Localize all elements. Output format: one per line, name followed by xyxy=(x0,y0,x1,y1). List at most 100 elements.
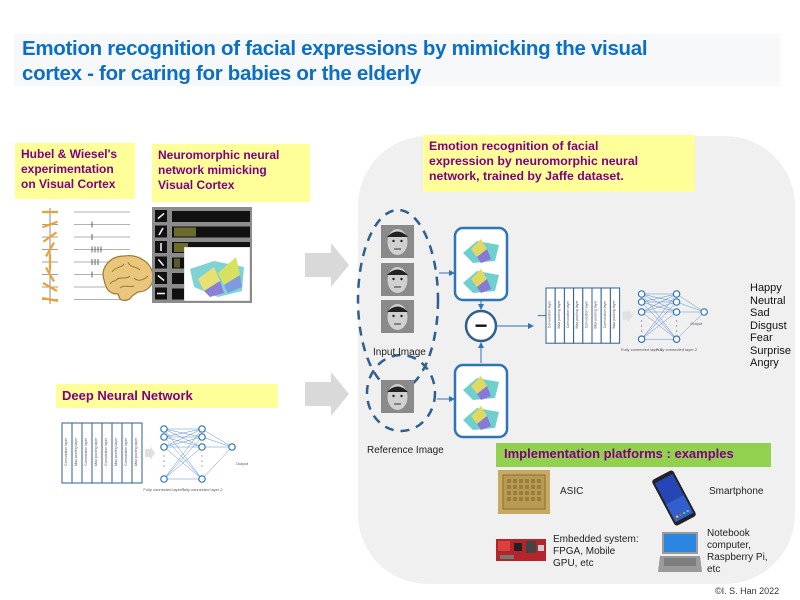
orientation-row xyxy=(42,254,130,270)
ellipsis-dot xyxy=(163,465,165,467)
platform-laptop-label: Notebook computer, Raspberry Pi, etc xyxy=(707,528,768,576)
laptop-line-1: Notebook xyxy=(707,528,750,539)
chip-cell xyxy=(519,491,523,495)
face-image xyxy=(381,300,414,333)
brain-icon xyxy=(102,255,154,302)
platform-embedded-label: Embedded system: FPGA, Mobile GPU, etc xyxy=(553,534,639,570)
chip-cell xyxy=(531,485,535,489)
input-image-label: Input Image xyxy=(373,347,426,358)
panel-heading-line-2: expression by neuromorphic neural xyxy=(429,154,639,168)
arrow-right-icon xyxy=(305,372,349,416)
cnn-layer-label: Convolution layer xyxy=(124,437,128,466)
cnn-layer: Max pooling layer xyxy=(91,422,103,484)
emotion-angry: Angry xyxy=(750,357,779,369)
platform-asic-label: ASIC xyxy=(560,486,584,497)
fc2-node xyxy=(672,298,681,306)
ellipsis-dot xyxy=(201,460,203,462)
chip-cell xyxy=(537,497,541,501)
neuromorphic-label-box: Neuromorphic neural network mimicking Vi… xyxy=(152,144,310,202)
flatten-arrow-icon xyxy=(622,308,633,323)
laptop-line-4: etc xyxy=(707,564,721,575)
emotion-fear: Fear xyxy=(750,332,773,344)
hubel-line-2: experimentation xyxy=(21,162,114,176)
fc-connection xyxy=(163,428,203,438)
chip-cell xyxy=(507,479,511,483)
output-label: Output xyxy=(690,321,703,326)
laptop-line-3: Raspberry Pi, xyxy=(707,552,768,563)
chip-cell xyxy=(525,485,529,489)
fc1-node xyxy=(637,298,646,306)
dnn-label: Deep Neural Network xyxy=(62,388,193,403)
fc2-node xyxy=(198,475,206,483)
emotion-neutral: Neutral xyxy=(750,294,786,307)
fc-connection xyxy=(201,446,233,480)
ellipsis-dot xyxy=(675,330,678,332)
reference-image-group-outline xyxy=(365,353,437,433)
fc1-node xyxy=(160,433,168,441)
emotion-sad: Sad xyxy=(750,307,770,319)
hubel-wiesel-label-box: Hubel & Wiesel's experimentation on Visu… xyxy=(15,143,135,199)
fc1-label: Fully connected layer 1 xyxy=(621,347,663,352)
fc1-label: Fully connected layer 1 xyxy=(143,487,185,492)
cnn-layer: Convolution layer xyxy=(101,422,113,484)
cnn-layer-label: Max pooling layer xyxy=(94,437,98,466)
chip-cell xyxy=(513,479,517,483)
cnn-layer-label: Convolution layer xyxy=(104,437,108,466)
smartphone-icon xyxy=(652,470,696,526)
chip-cell xyxy=(507,497,511,501)
hubel-line-1: Hubel & Wiesel's xyxy=(21,147,118,161)
fc1-node xyxy=(637,290,646,298)
fc-connection xyxy=(641,311,677,340)
neuro-line-1: Neuromorphic neural xyxy=(158,148,280,162)
chip-cell xyxy=(507,485,511,489)
ellipsis-dot xyxy=(675,325,678,327)
chip-cell xyxy=(525,491,529,495)
cnn-layer-label: Convolution layer xyxy=(548,300,552,329)
dnn-label-box: Deep Neural Network xyxy=(56,384,278,408)
cnn-layer-label: Convolution layer xyxy=(64,437,68,466)
ellipsis-dot xyxy=(641,320,643,322)
laptop-icon xyxy=(658,532,702,572)
feature-surface-plot xyxy=(463,239,499,263)
fc-connection xyxy=(201,428,233,448)
feature-surface-plot xyxy=(463,269,499,293)
surface-plot-image xyxy=(184,247,250,301)
input-processing-diagram: − xyxy=(356,208,534,439)
chip-cell xyxy=(519,479,523,483)
cnn-layer: Max pooling layer xyxy=(554,287,565,344)
cnn-layer-label: Convolution layer xyxy=(566,300,570,329)
output-node xyxy=(228,443,236,451)
minus-icon: − xyxy=(475,313,488,338)
cnn-layer: Convolution layer xyxy=(121,422,133,484)
face-image xyxy=(381,225,414,258)
slide-title: Emotion recognition of facial expression… xyxy=(22,36,782,86)
feature-surface-plot xyxy=(463,376,499,400)
fc1-node xyxy=(160,443,168,451)
chip-cell xyxy=(519,485,523,489)
platforms-heading: Implementation platforms : examples xyxy=(504,446,734,461)
hubel-line-3: on Visual Cortex xyxy=(21,177,116,191)
chip-cell xyxy=(513,491,517,495)
feature-surface-plot xyxy=(463,406,499,430)
emotion-happy: Happy xyxy=(750,282,782,294)
laptop-line-2: computer, xyxy=(707,540,751,551)
fc-connection xyxy=(641,293,677,313)
neuro-line-3: Visual Cortex xyxy=(158,178,235,192)
neuromorphic-row xyxy=(155,225,250,238)
title-line-1: Emotion recognition of facial expression… xyxy=(22,37,648,60)
chip-cell xyxy=(531,497,535,501)
emotion-disgust: Disgust xyxy=(750,319,787,332)
input-image-group-outline xyxy=(356,208,440,392)
cnn-layer: Convolution layer xyxy=(81,422,93,484)
chip-cell xyxy=(531,479,535,483)
cnn-layer: Max pooling layer xyxy=(71,422,83,484)
fc1-node xyxy=(160,425,168,433)
neuro-line-2: network mimicking xyxy=(158,163,267,177)
ellipsis-dot xyxy=(163,455,165,457)
reference-image-label: Reference Image xyxy=(367,445,444,456)
cnn-layer-label: Max pooling layer xyxy=(134,437,138,466)
fc-connection xyxy=(163,428,203,448)
cnn-layer: Max pooling layer xyxy=(573,287,584,344)
output-node xyxy=(700,308,708,316)
